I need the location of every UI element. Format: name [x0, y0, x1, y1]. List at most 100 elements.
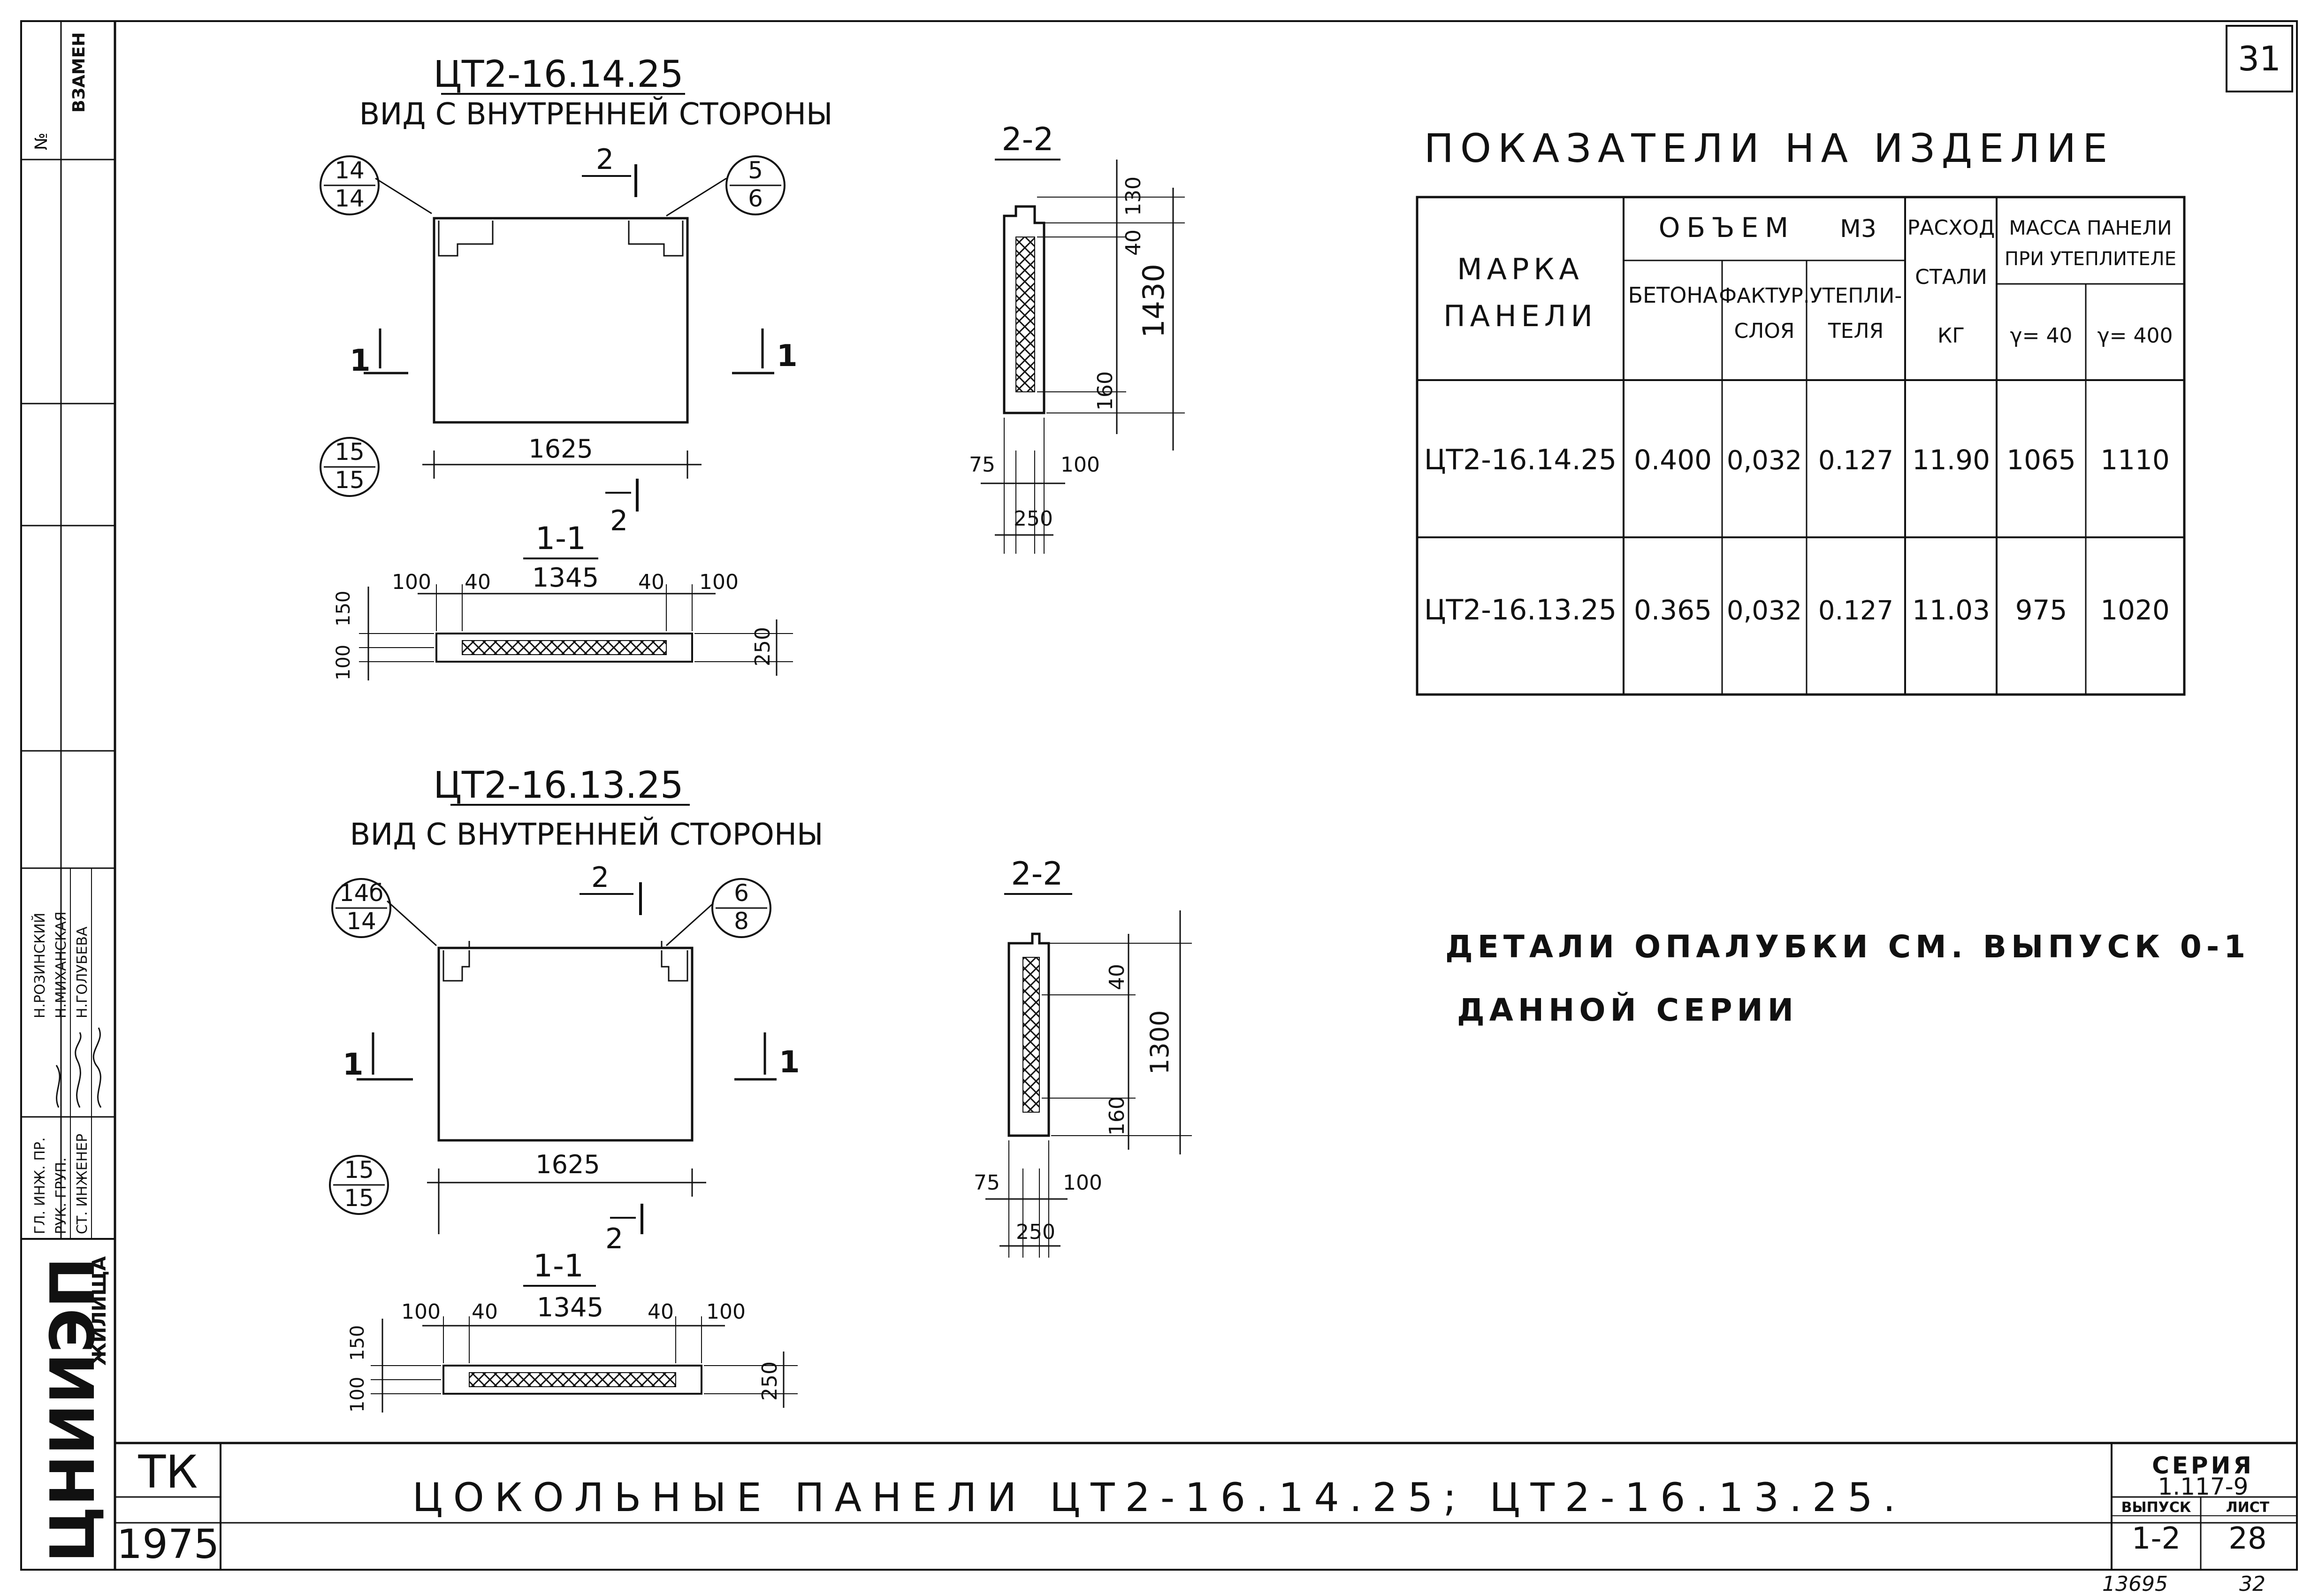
svg-text:100: 100	[706, 1300, 746, 1324]
svg-text:2: 2	[610, 504, 628, 537]
indicators-heading: ПОКАЗАТЕЛИ НА ИЗДЕЛИЕ	[1424, 125, 2114, 171]
panel2-width-dim: 1625	[535, 1150, 600, 1179]
bottom-number: 32	[2239, 1572, 2265, 1596]
role-3: СТ. ИНЖЕНЕР	[74, 1134, 91, 1234]
panel1-callout-top-right	[725, 155, 786, 215]
vzamen-label: ВЗАМЕН	[69, 32, 89, 113]
svg-text:1.117-9: 1.117-9	[2158, 1473, 2249, 1500]
panel1-outline	[433, 217, 689, 424]
panel1-callout-bottom-left	[320, 437, 380, 497]
svg-text:1: 1	[777, 339, 798, 374]
svg-text:975: 975	[2015, 594, 2067, 626]
svg-text:2: 2	[591, 861, 609, 894]
svg-text:МАРКА: МАРКА	[1457, 252, 1584, 286]
svg-text:ПРИ УТЕПЛИТЕЛЕ: ПРИ УТЕПЛИТЕЛЕ	[2005, 248, 2176, 270]
svg-text:14: 14	[335, 157, 365, 184]
year-label: 1975	[117, 1521, 220, 1568]
org-suffix: ЖИЛИЩА	[89, 1256, 110, 1366]
svg-text:М3: М3	[1840, 215, 1876, 243]
svg-text:40: 40	[648, 1300, 674, 1324]
svg-text:6: 6	[734, 879, 749, 907]
svg-text:1300: 1300	[1145, 1010, 1175, 1075]
svg-text:ЦТ2-16.14.25: ЦТ2-16.14.25	[1424, 443, 1617, 476]
svg-text:40: 40	[638, 570, 664, 594]
svg-text:15: 15	[335, 438, 365, 466]
svg-text:100: 100	[1060, 453, 1100, 477]
svg-text:СЛОЯ: СЛОЯ	[1734, 319, 1794, 343]
archive-number: 13695	[2102, 1572, 2168, 1596]
title-block: ТК 1975 ЦОКОЛЬНЫЕ ПАНЕЛИ ЦТ2-16.14.25; Ц…	[117, 1446, 2270, 1568]
svg-text:γ= 40: γ= 40	[2010, 324, 2073, 348]
svg-text:15: 15	[344, 1156, 374, 1184]
panel2-callout-bottom-left	[329, 1155, 389, 1215]
svg-text:УТЕПЛИ-: УТЕПЛИ-	[1810, 284, 1902, 308]
svg-text:100: 100	[699, 570, 739, 594]
svg-text:СТАЛИ: СТАЛИ	[1915, 265, 1987, 289]
svg-text:100: 100	[401, 1300, 441, 1324]
signature-1	[92, 1027, 102, 1108]
svg-text:ЦТ2-16.13.25: ЦТ2-16.13.25	[1424, 594, 1617, 626]
svg-text:28: 28	[2228, 1521, 2266, 1556]
svg-text:ТЕЛЯ: ТЕЛЯ	[1828, 319, 1884, 343]
svg-text:1345: 1345	[537, 1292, 604, 1323]
svg-text:100: 100	[392, 570, 431, 594]
svg-text:МАССА ПАНЕЛИ: МАССА ПАНЕЛИ	[2009, 216, 2172, 239]
svg-text:БЕТОНА: БЕТОНА	[1628, 283, 1718, 308]
role-1: ГЛ. ИНЖ. ПР.	[32, 1138, 48, 1235]
svg-text:40: 40	[465, 570, 491, 594]
org-logo: ЦНИИЭП	[37, 1257, 108, 1563]
svg-text:СЕРИЯ: СЕРИЯ	[2152, 1452, 2254, 1479]
svg-text:0,032: 0,032	[1727, 596, 1802, 626]
formwork-note: ДЕТАЛИ ОПАЛУБКИ СМ. ВЫПУСК 0-1 ДАННОЙ СЕ…	[1445, 929, 2245, 1028]
panel2-subtitle: ВИД С ВНУТРЕННЕЙ СТОРОНЫ	[350, 817, 824, 852]
svg-text:1020: 1020	[2100, 594, 2170, 626]
panel2-section-2-2: 2-2 40 1300 160 75 100 250	[974, 855, 1192, 1258]
panel1-width-dim: 1625	[528, 434, 593, 464]
panel2-callout-top-right	[711, 878, 771, 938]
panel2-title: ЦТ2-16.13.25	[433, 764, 683, 807]
panel1-title: ЦТ2-16.14.25	[433, 53, 683, 96]
svg-text:14: 14	[335, 185, 365, 212]
svg-text:40: 40	[1121, 229, 1145, 256]
sheet-frame	[20, 20, 2298, 1571]
svg-text:14б: 14б	[339, 879, 383, 907]
svg-text:160: 160	[1093, 371, 1117, 411]
drawing-title: ЦОКОЛЬНЫЕ ПАНЕЛИ ЦТ2-16.14.25; ЦТ2-16.13…	[412, 1474, 1906, 1520]
svg-text:ВЫПУСК: ВЫПУСК	[2121, 1499, 2191, 1516]
svg-text:1-2: 1-2	[2132, 1521, 2181, 1556]
svg-text:ПАНЕЛИ: ПАНЕЛИ	[1443, 299, 1597, 333]
sheet-number: 31	[2238, 39, 2281, 78]
signature-3	[55, 1065, 61, 1108]
name-3: Н.ГОЛУБЕВА	[74, 926, 91, 1018]
svg-text:1-1: 1-1	[533, 1248, 584, 1284]
name-1: Н.РОЗИНСКИЙ	[31, 913, 48, 1018]
table-row: ЦТ2-16.14.25 0.400 0,032 0.127 11.90 106…	[1424, 443, 2170, 476]
panel1-subtitle: ВИД С ВНУТРЕННЕЙ СТОРОНЫ	[359, 96, 833, 132]
svg-text:1110: 1110	[2100, 444, 2170, 476]
svg-text:ОБЪЕМ: ОБЪЕМ	[1659, 212, 1795, 244]
svg-text:15: 15	[335, 466, 365, 494]
svg-text:γ= 400: γ= 400	[2097, 324, 2173, 348]
panel1-callout-top-left	[320, 155, 380, 215]
svg-text:14: 14	[346, 908, 376, 935]
svg-text:2: 2	[605, 1222, 623, 1255]
name-2: Н.МИХАНСКАЯ	[53, 911, 69, 1018]
svg-text:8: 8	[734, 908, 749, 935]
svg-text:6: 6	[748, 185, 763, 212]
svg-text:160: 160	[1105, 1096, 1129, 1136]
svg-text:1430: 1430	[1136, 264, 1171, 338]
svg-text:2-2: 2-2	[1011, 855, 1063, 893]
panel2-view: ЦТ2-16.13.25 ВИД С ВНУТРЕННЕЙ СТОРОНЫ 14…	[329, 764, 824, 1255]
panel2-outline	[437, 947, 694, 1142]
svg-text:1345: 1345	[532, 563, 599, 593]
svg-text:0.400: 0.400	[1634, 444, 1712, 476]
svg-text:1065: 1065	[2006, 444, 2076, 476]
svg-text:ДАННОЙ СЕРИИ: ДАННОЙ СЕРИИ	[1457, 992, 1798, 1028]
svg-text:0.365: 0.365	[1634, 594, 1712, 626]
svg-text:11.90: 11.90	[1912, 444, 1990, 476]
svg-text:РАСХОД: РАСХОД	[1907, 216, 1995, 240]
svg-text:40: 40	[1105, 964, 1129, 990]
signature-2	[75, 1032, 82, 1108]
svg-text:5: 5	[748, 157, 763, 184]
